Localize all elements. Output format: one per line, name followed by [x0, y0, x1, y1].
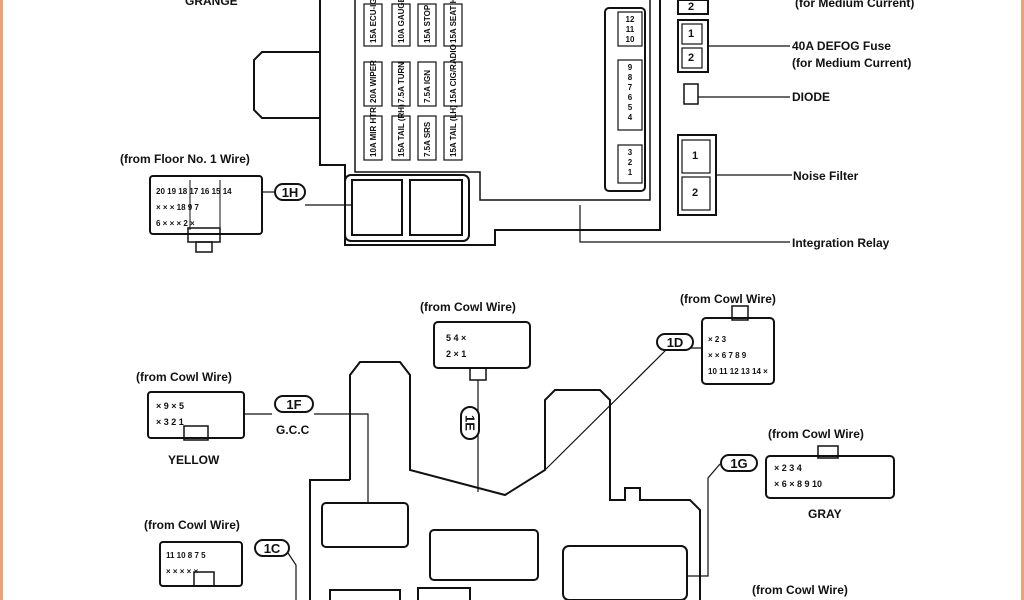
gray-label: GRAY — [808, 507, 842, 521]
conn-1h-row2: × × × 18 9 7 — [156, 203, 199, 212]
noise-filter-pin-2: 2 — [692, 187, 699, 199]
defog-fuse-pin-2: 2 — [688, 52, 695, 64]
connector-1g — [765, 455, 895, 499]
from-cowl-label-1c: (from Cowl Wire) — [144, 518, 240, 532]
fuse-label: 7.5A SRS — [423, 121, 432, 157]
fuse-label: 10A MIR HTR — [369, 107, 378, 157]
conn-1f-row2: × 3 2 1 — [156, 417, 184, 427]
from-cowl-label-1e: (from Cowl Wire) — [420, 300, 516, 314]
lower-connector-c — [562, 545, 688, 600]
from-cowl-label-bottom: (from Cowl Wire) — [752, 583, 848, 597]
conn-1g-row1: × 2 3 4 — [774, 463, 802, 473]
relay-pin-number: 9 — [628, 63, 633, 72]
fuse-label: 15A STOP — [423, 4, 432, 43]
integration-relay-label: Integration Relay — [792, 236, 890, 250]
callout-1d: 1D — [656, 333, 694, 351]
cut-label-left: GRANGE — [185, 0, 238, 8]
gcc-label: G.C.C — [276, 423, 310, 437]
fuse-label: 20A WIPER — [369, 60, 378, 103]
fuse-label: 15A TAIL (LH) — [449, 105, 458, 157]
conn-1d-row3: 10 11 12 13 14 × — [708, 367, 768, 376]
integration-relay-connector — [604, 7, 646, 192]
fuse-label: 15A SEAT HTR — [449, 0, 458, 43]
connector-1d — [701, 317, 775, 385]
relay-pin-number: 6 — [628, 93, 633, 102]
relay-pin-number: 12 — [626, 15, 635, 24]
relay-pin-number: 10 — [626, 35, 635, 44]
from-cowl-label-1f: (from Cowl Wire) — [136, 370, 232, 384]
conn-1e-row2: 2 × 1 — [446, 349, 467, 359]
connector-1h — [149, 175, 263, 235]
lower-block-outline — [349, 361, 701, 600]
cut-label-right: (for Medium Current) — [795, 0, 915, 10]
conn-1h-row1: 20 19 18 17 16 15 14 — [156, 187, 232, 196]
conn-1d-row1: × 2 3 — [708, 335, 727, 344]
relay-pin-number: 4 — [628, 113, 633, 122]
diode-label: DIODE — [792, 90, 831, 104]
top-fuse-stub — [677, 0, 709, 15]
callout-1c: 1C — [254, 539, 290, 557]
defog-fuse-pin-1: 1 — [688, 28, 695, 40]
block-side-tab — [253, 51, 320, 119]
relay-pin-number: 7 — [628, 83, 633, 92]
fuse-label: 15A ECU-IG — [369, 0, 378, 43]
lower-connector-a — [321, 502, 409, 548]
top-fuse-pin: 2 — [688, 1, 695, 13]
fuse-label: 7.5A TURN — [397, 62, 406, 103]
lower-connector-b — [429, 529, 539, 581]
fuse-slots — [363, 3, 463, 161]
conn-1h-row3: 6 × × × 2 × — [156, 219, 195, 228]
from-floor-label: (from Floor No. 1 Wire) — [120, 152, 250, 166]
from-cowl-label-1d: (from Cowl Wire) — [680, 292, 776, 306]
yellow-label: YELLOW — [168, 453, 220, 467]
noise-filter-pin-1: 1 — [692, 150, 699, 162]
callout-1f: 1F — [274, 395, 314, 413]
fuse-label: 15A CIG/RADIO — [449, 44, 458, 103]
callout-1g: 1G — [720, 454, 758, 472]
relay-pin-number: 5 — [628, 103, 633, 112]
conn-1c-row1: 11 10 8 7 5 — [166, 551, 206, 560]
relay-pin-number: 11 — [626, 25, 635, 34]
conn-1e-row1: 5 4 × — [446, 333, 467, 343]
conn-1f-row1: × 9 × 5 — [156, 401, 185, 411]
conn-1g-row2: × 6 × 8 9 10 — [774, 479, 823, 489]
conn-1c-row2: × × × × × — [166, 567, 199, 576]
fuse-label: 15A TAIL (RH) — [397, 104, 406, 157]
fuse-label: 7.5A IGN — [423, 70, 432, 103]
relay-pin-number: 8 — [628, 73, 633, 82]
relay-pin-number: 1 — [628, 168, 633, 177]
relay-pin-number: 2 — [628, 158, 633, 167]
from-cowl-label-1g: (from Cowl Wire) — [768, 427, 864, 441]
conn-1d-row2: × × 6 7 8 9 — [708, 351, 747, 360]
defog-fuse-sublabel: (for Medium Current) — [792, 56, 912, 70]
upper-block-outline — [319, 0, 661, 246]
noise-filter-label: Noise Filter — [793, 169, 859, 183]
defog-fuse-label: 40A DEFOG Fuse — [792, 39, 891, 53]
diode-body — [683, 83, 699, 105]
callout-1h: 1H — [274, 183, 306, 201]
relay-pin-number: 3 — [628, 148, 633, 157]
connector-1f — [147, 391, 245, 439]
fuse-label: 10A GAUGE — [397, 0, 406, 43]
callout-1e: 1E — [460, 406, 480, 440]
